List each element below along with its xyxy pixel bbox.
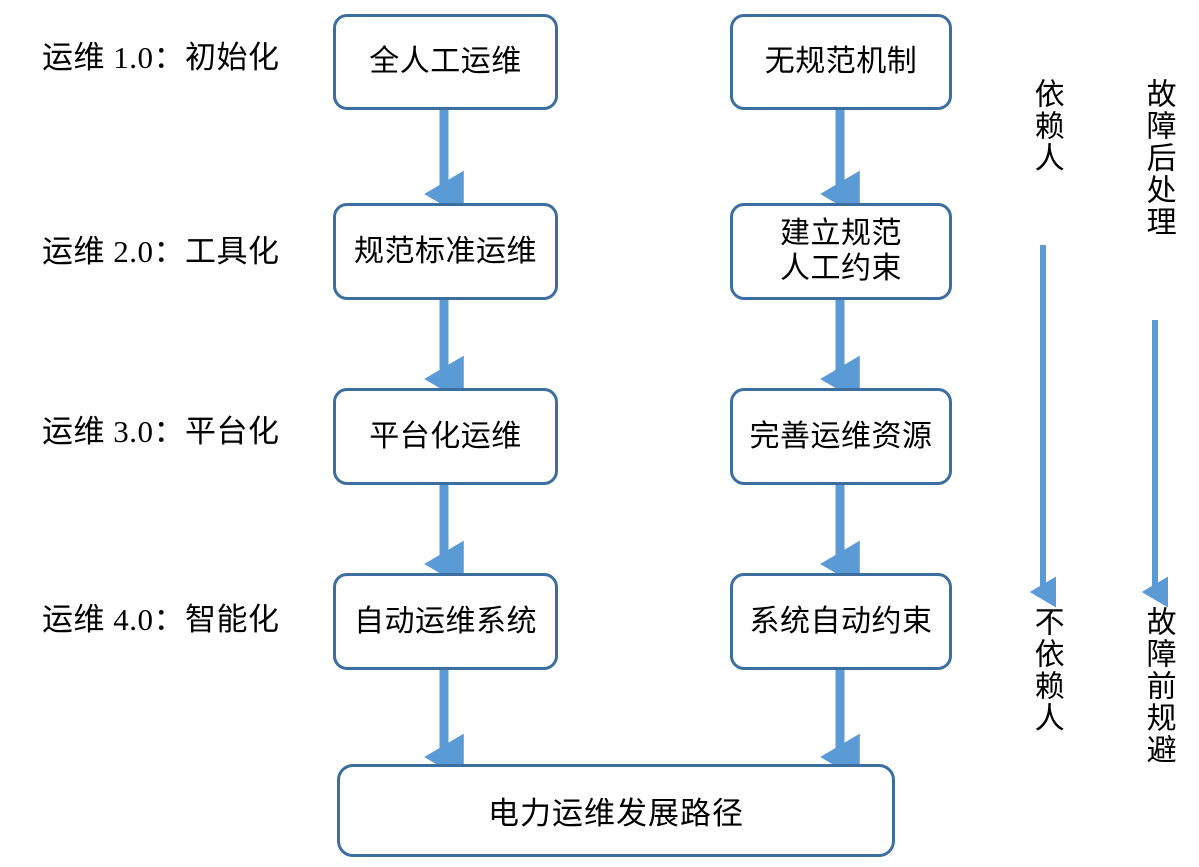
- axis-annotation-2-top: 故障后处理: [1141, 78, 1175, 238]
- stage-label-3: 运维 3.0：平台化: [42, 414, 280, 449]
- axis-annotation-2-bottom: 故障前规避: [1141, 606, 1175, 766]
- node-left-3[interactable]: 平台化运维: [333, 388, 558, 485]
- stage-label-2: 运维 2.0：工具化: [42, 234, 280, 269]
- axis-annotation-1-bottom: 不依赖人: [1029, 606, 1063, 734]
- node-right-2-line1: 建立规范: [780, 217, 902, 250]
- summary-box[interactable]: 电力运维发展路径: [337, 764, 895, 857]
- stage-label-4: 运维 4.0：智能化: [42, 602, 280, 637]
- axis-annotation-1-top: 依赖人: [1029, 78, 1063, 174]
- node-right-1[interactable]: 无规范机制: [730, 14, 952, 110]
- node-left-4[interactable]: 自动运维系统: [333, 573, 558, 670]
- node-right-4[interactable]: 系统自动约束: [730, 573, 952, 670]
- trend-arrows: [1029, 245, 1169, 608]
- node-right-2-line2: 人工约束: [780, 251, 902, 285]
- node-right-2[interactable]: 建立规范 人工约束: [730, 203, 952, 300]
- node-left-2[interactable]: 规范标准运维: [333, 203, 558, 300]
- node-right-3[interactable]: 完善运维资源: [730, 388, 952, 485]
- node-left-1[interactable]: 全人工运维: [333, 14, 558, 110]
- stage-label-1: 运维 1.0：初始化: [42, 40, 280, 75]
